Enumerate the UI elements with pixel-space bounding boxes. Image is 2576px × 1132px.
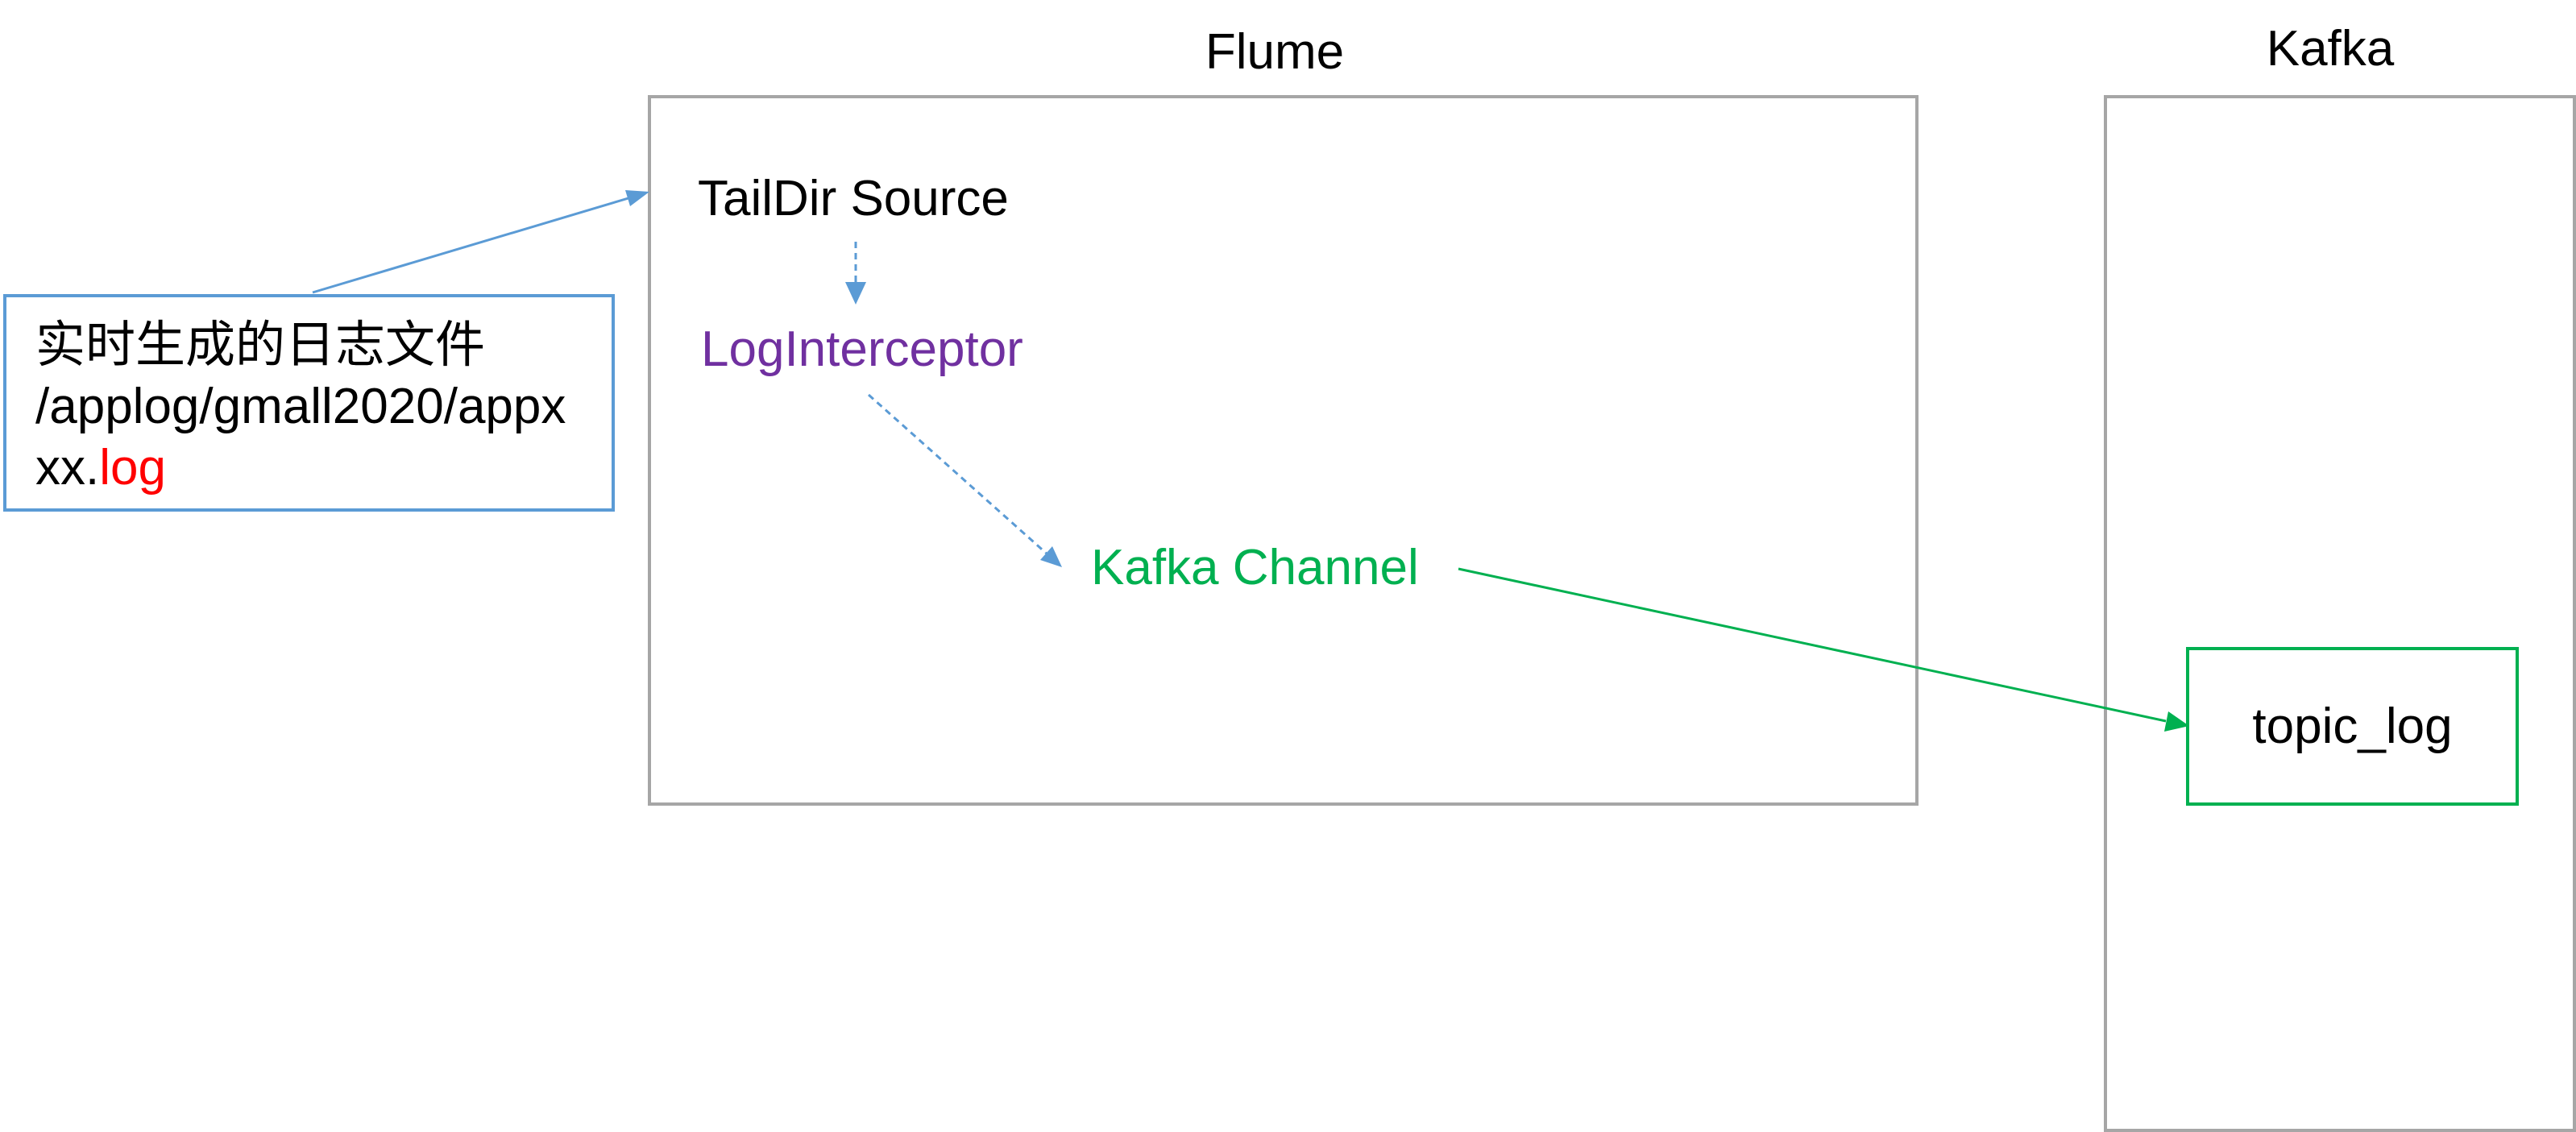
log-file-extension: log	[99, 440, 166, 496]
kafka-channel-label: Kafka Channel	[1091, 540, 1419, 595]
log-interceptor-label: LogInterceptor	[701, 321, 1023, 377]
log-file-path-end: xx.log	[35, 437, 599, 499]
log-file-box: 实时生成的日志文件 /applog/gmall2020/appx xx.log	[3, 294, 615, 512]
log-file-name: xx.	[35, 440, 100, 496]
log-file-path: /applog/gmall2020/appx	[35, 379, 566, 434]
arrowhead-logfile-to-source	[625, 190, 649, 206]
taildir-source-label: TailDir Source	[698, 171, 1009, 226]
arrow-logfile-to-source	[312, 192, 645, 294]
topic-log-label: topic_log	[2252, 698, 2453, 754]
kafka-group-box	[2104, 95, 2576, 1132]
flume-title: Flume	[1205, 24, 1345, 80]
kafka-title: Kafka	[2266, 21, 2395, 77]
topic-log-box: topic_log	[2186, 647, 2519, 806]
flume-group-box	[648, 95, 1919, 806]
log-file-title: 实时生成的日志文件	[35, 317, 486, 373]
log-file-text: 实时生成的日志文件 /applog/gmall2020/appx xx.log	[35, 315, 599, 499]
